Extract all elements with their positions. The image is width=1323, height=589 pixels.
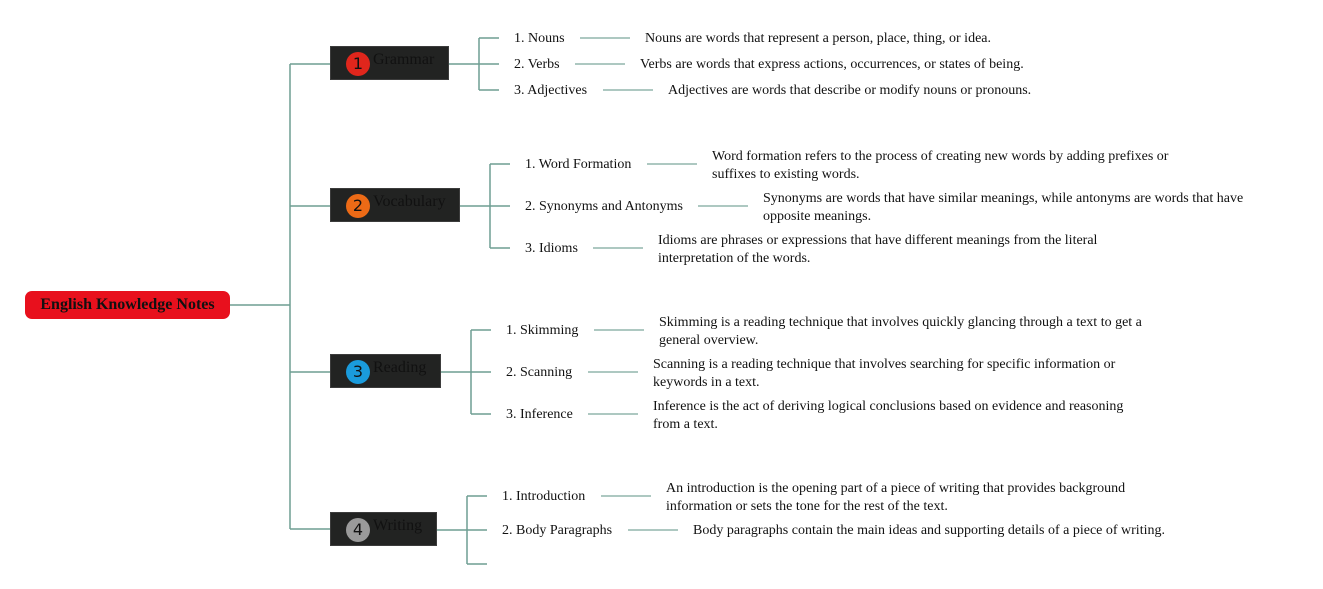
topic-grammar[interactable]: 1 Grammar	[330, 46, 449, 80]
root-node[interactable]: English Knowledge Notes	[25, 291, 230, 319]
number-badge-icon: 1	[346, 52, 370, 76]
subtopic-synonyms-antonyms[interactable]: 2. Synonyms and Antonyms	[525, 199, 683, 214]
topic-label: Vocabulary	[373, 193, 446, 210]
subtopic-inference[interactable]: 3. Inference	[506, 407, 573, 422]
note-skimming: Skimming is a reading technique that inv…	[659, 315, 1142, 348]
number-badge-icon: 2	[346, 194, 370, 218]
number-badge-icon: 3	[346, 360, 370, 384]
subtopic-verbs[interactable]: 2. Verbs	[514, 57, 560, 72]
subtopic-word-formation[interactable]: 1. Word Formation	[525, 157, 632, 172]
note-introduction: An introduction is the opening part of a…	[666, 481, 1126, 514]
note-nouns: Nouns are words that represent a person,…	[645, 31, 991, 46]
topic-label: Reading	[373, 359, 427, 376]
root-title: English Knowledge Notes	[40, 296, 215, 313]
note-word-formation: Word formation refers to the process of …	[712, 149, 1169, 182]
note-synonyms-antonyms: Synonyms are words that have similar mea…	[763, 191, 1244, 224]
note-idioms: Idioms are phrases or expressions that h…	[658, 233, 1098, 266]
subtopic-body-paragraphs[interactable]: 2. Body Paragraphs	[502, 523, 613, 538]
subtopic-scanning[interactable]: 2. Scanning	[506, 365, 573, 380]
subtopic-skimming[interactable]: 1. Skimming	[506, 323, 579, 338]
topic-vocabulary[interactable]: 2 Vocabulary	[330, 188, 460, 222]
note-inference: Inference is the act of deriving logical…	[653, 399, 1124, 432]
note-body-paragraphs: Body paragraphs contain the main ideas a…	[693, 523, 1165, 538]
number-badge-icon: 4	[346, 518, 370, 542]
subtopic-nouns[interactable]: 1. Nouns	[514, 31, 565, 46]
topic-writing[interactable]: 4 Writing	[330, 512, 437, 546]
topic-label: Writing	[373, 517, 423, 534]
note-adjectives: Adjectives are words that describe or mo…	[668, 83, 1032, 98]
subtopic-idioms[interactable]: 3. Idioms	[525, 241, 578, 256]
subtopic-introduction[interactable]: 1. Introduction	[502, 489, 586, 504]
subtopic-adjectives[interactable]: 3. Adjectives	[514, 83, 588, 98]
topic-reading[interactable]: 3 Reading	[330, 354, 441, 388]
topic-label: Grammar	[373, 51, 435, 68]
note-verbs: Verbs are words that express actions, oc…	[640, 57, 1024, 72]
note-scanning: Scanning is a reading technique that inv…	[653, 357, 1116, 390]
